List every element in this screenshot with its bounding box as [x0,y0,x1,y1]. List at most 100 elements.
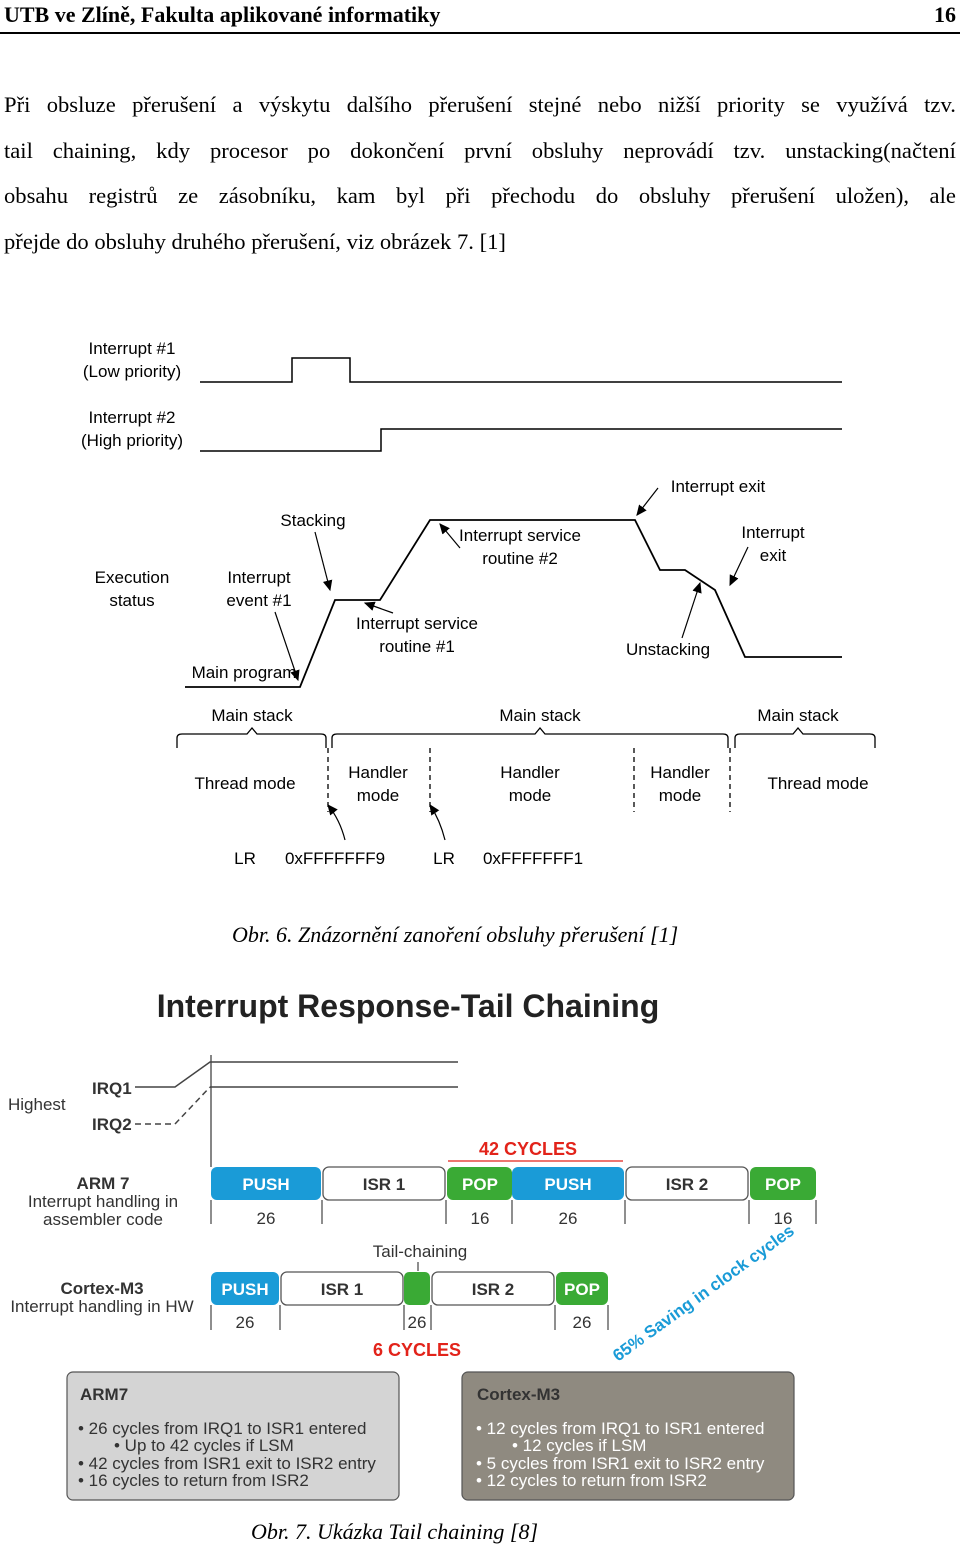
stacking-label: Stacking [280,511,345,530]
lr-value: 0xFFFFFFF9 [285,849,385,868]
irq1-label: IRQ1 [92,1079,132,1098]
irq2-label: IRQ2 [92,1115,132,1134]
m3-cycle-count: 26 [236,1313,255,1332]
arm7-box-item: • 26 cycles from IRQ1 to ISR1 entered [78,1419,366,1438]
interrupt-event-label: Interrupt [227,568,291,587]
word: procesor [209,137,288,163]
arm7-block-label: PUSH [544,1175,591,1194]
stacking-arrow [314,531,333,592]
highest-label: Highest [8,1095,66,1114]
handler-mode-label-2: mode [509,786,552,805]
word: tail [4,137,33,163]
irq2-priority: (High priority) [81,431,183,450]
cycles-6-label: 6 CYCLES [373,1340,461,1360]
paragraph-line: přejde do obsluhy druhého přerušení, viz… [4,228,506,254]
irq2-signal [200,428,842,452]
exit-right-arrow [729,546,749,587]
word: ale [929,183,956,208]
word: nebo [597,92,642,117]
arm7-push-block-2 [512,1167,624,1200]
m3-row-sublabel: Interrupt handling in HW [10,1297,193,1316]
arm7-pop-block [447,1167,512,1200]
main-stack-label: Main stack [211,706,293,725]
page-header: UTB ve Zlíně, Fakulta aplikované informa… [0,0,960,34]
arm7-block-label: POP [462,1175,498,1194]
word: chaining, [52,137,137,163]
figure-7-caption: Obr. 7. Ukázka Tail chaining [8] [251,1519,539,1544]
word: kam [336,183,376,208]
irq1-priority: (Low priority) [83,362,181,381]
m3-pop-block [556,1272,608,1305]
cycles-42-label: 42 CYCLES [479,1139,577,1159]
arm7-push-block [211,1167,321,1200]
arm7-row-sublabel: Interrupt handling in [28,1192,178,1211]
irq1-waveform [135,1061,458,1088]
arm7-box-item: • 16 cycles to return from ISR2 [78,1471,309,1490]
handler-mode-label: Handler [348,763,408,782]
unstacking-arrow [681,581,702,639]
arm7-block-label: PUSH [242,1175,289,1194]
arm7-pop-block-2 [750,1167,816,1200]
interrupt-event-label-2: event #1 [226,591,291,610]
word: neprovádí [623,137,714,163]
m3-box-item: • 12 cycles to return from ISR2 [476,1471,707,1490]
figure-6-caption: Obr. 6. Znázornění zanoření obsluhy přer… [232,922,679,947]
figure-7-title: Interrupt Response-Tail Chaining [157,988,660,1024]
exit-arrow [636,487,659,516]
exec-status-label: Execution [95,568,170,587]
m3-push-block [211,1272,279,1305]
lr-arrow [429,804,446,841]
word: tzv. [924,92,956,117]
main-program-label: Main program [192,663,297,682]
interrupt-exit-right-label-2: exit [760,546,787,565]
main-stack-brace-2 [331,726,729,748]
event-arrow [274,611,300,682]
arm7-row-sublabel-2: assembler code [43,1210,163,1229]
m3-isr1-block [280,1271,404,1306]
isr2-arrow [439,523,461,549]
handler-mode-label: Handler [500,763,560,782]
word: přechodu [491,183,576,208]
word: výskytu [258,92,331,117]
word: obsluhy [531,137,604,163]
word: dalšího [346,92,412,117]
thread-mode-label: Thread mode [194,774,295,793]
arm7-block-label: POP [765,1175,801,1194]
word: a [232,92,243,117]
word: využívá [836,92,908,117]
handler-mode-label-2: mode [659,786,702,805]
arm7-box-item: • 42 cycles from ISR1 exit to ISR2 entry [78,1454,376,1473]
header-title: UTB ve Zlíně, Fakulta aplikované informa… [4,2,441,27]
execution-status-line [185,519,842,688]
main-stack-brace-3 [734,726,876,748]
m3-timeline: PUSH ISR 1 ISR 2 POP 26 26 26 [210,1271,609,1332]
word: nižší [658,92,701,117]
m3-block-label: ISR 1 [321,1280,364,1299]
word: při [445,183,471,208]
lr-value: 0xFFFFFFF1 [483,849,583,868]
m3-info-box [461,1371,795,1501]
word: kdy [156,137,191,163]
page-number: 16 [934,2,956,27]
m3-box-item: • 5 cycles from ISR1 exit to ISR2 entry [476,1454,765,1473]
irq1-signal [200,357,842,383]
irq2-label: Interrupt #2 [89,408,176,427]
arm7-timeline: PUSH ISR 1 POP PUSH ISR 2 POP 26 16 26 1… [210,1166,817,1228]
m3-block-label: ISR 2 [472,1280,515,1299]
arm7-block-label: ISR 2 [666,1175,709,1194]
arm7-box-item: • Up to 42 cycles if LSM [114,1436,294,1455]
word: dokončení [350,137,445,163]
word: přerušení [730,183,816,208]
lr-label: LR [234,849,256,868]
interrupt-exit-right-label: Interrupt [741,523,805,542]
figure-7-diagram: Interrupt Response-Tail Chaining Highest… [8,988,817,1501]
arm7-cycle-count: 16 [471,1209,490,1228]
word: do [595,183,619,208]
exec-status-label-2: status [109,591,154,610]
m3-box-item: • 12 cycles if LSM [512,1436,646,1455]
main-stack-label: Main stack [757,706,839,725]
m3-block-label: PUSH [221,1280,268,1299]
arm7-cycle-count: 26 [257,1209,276,1228]
